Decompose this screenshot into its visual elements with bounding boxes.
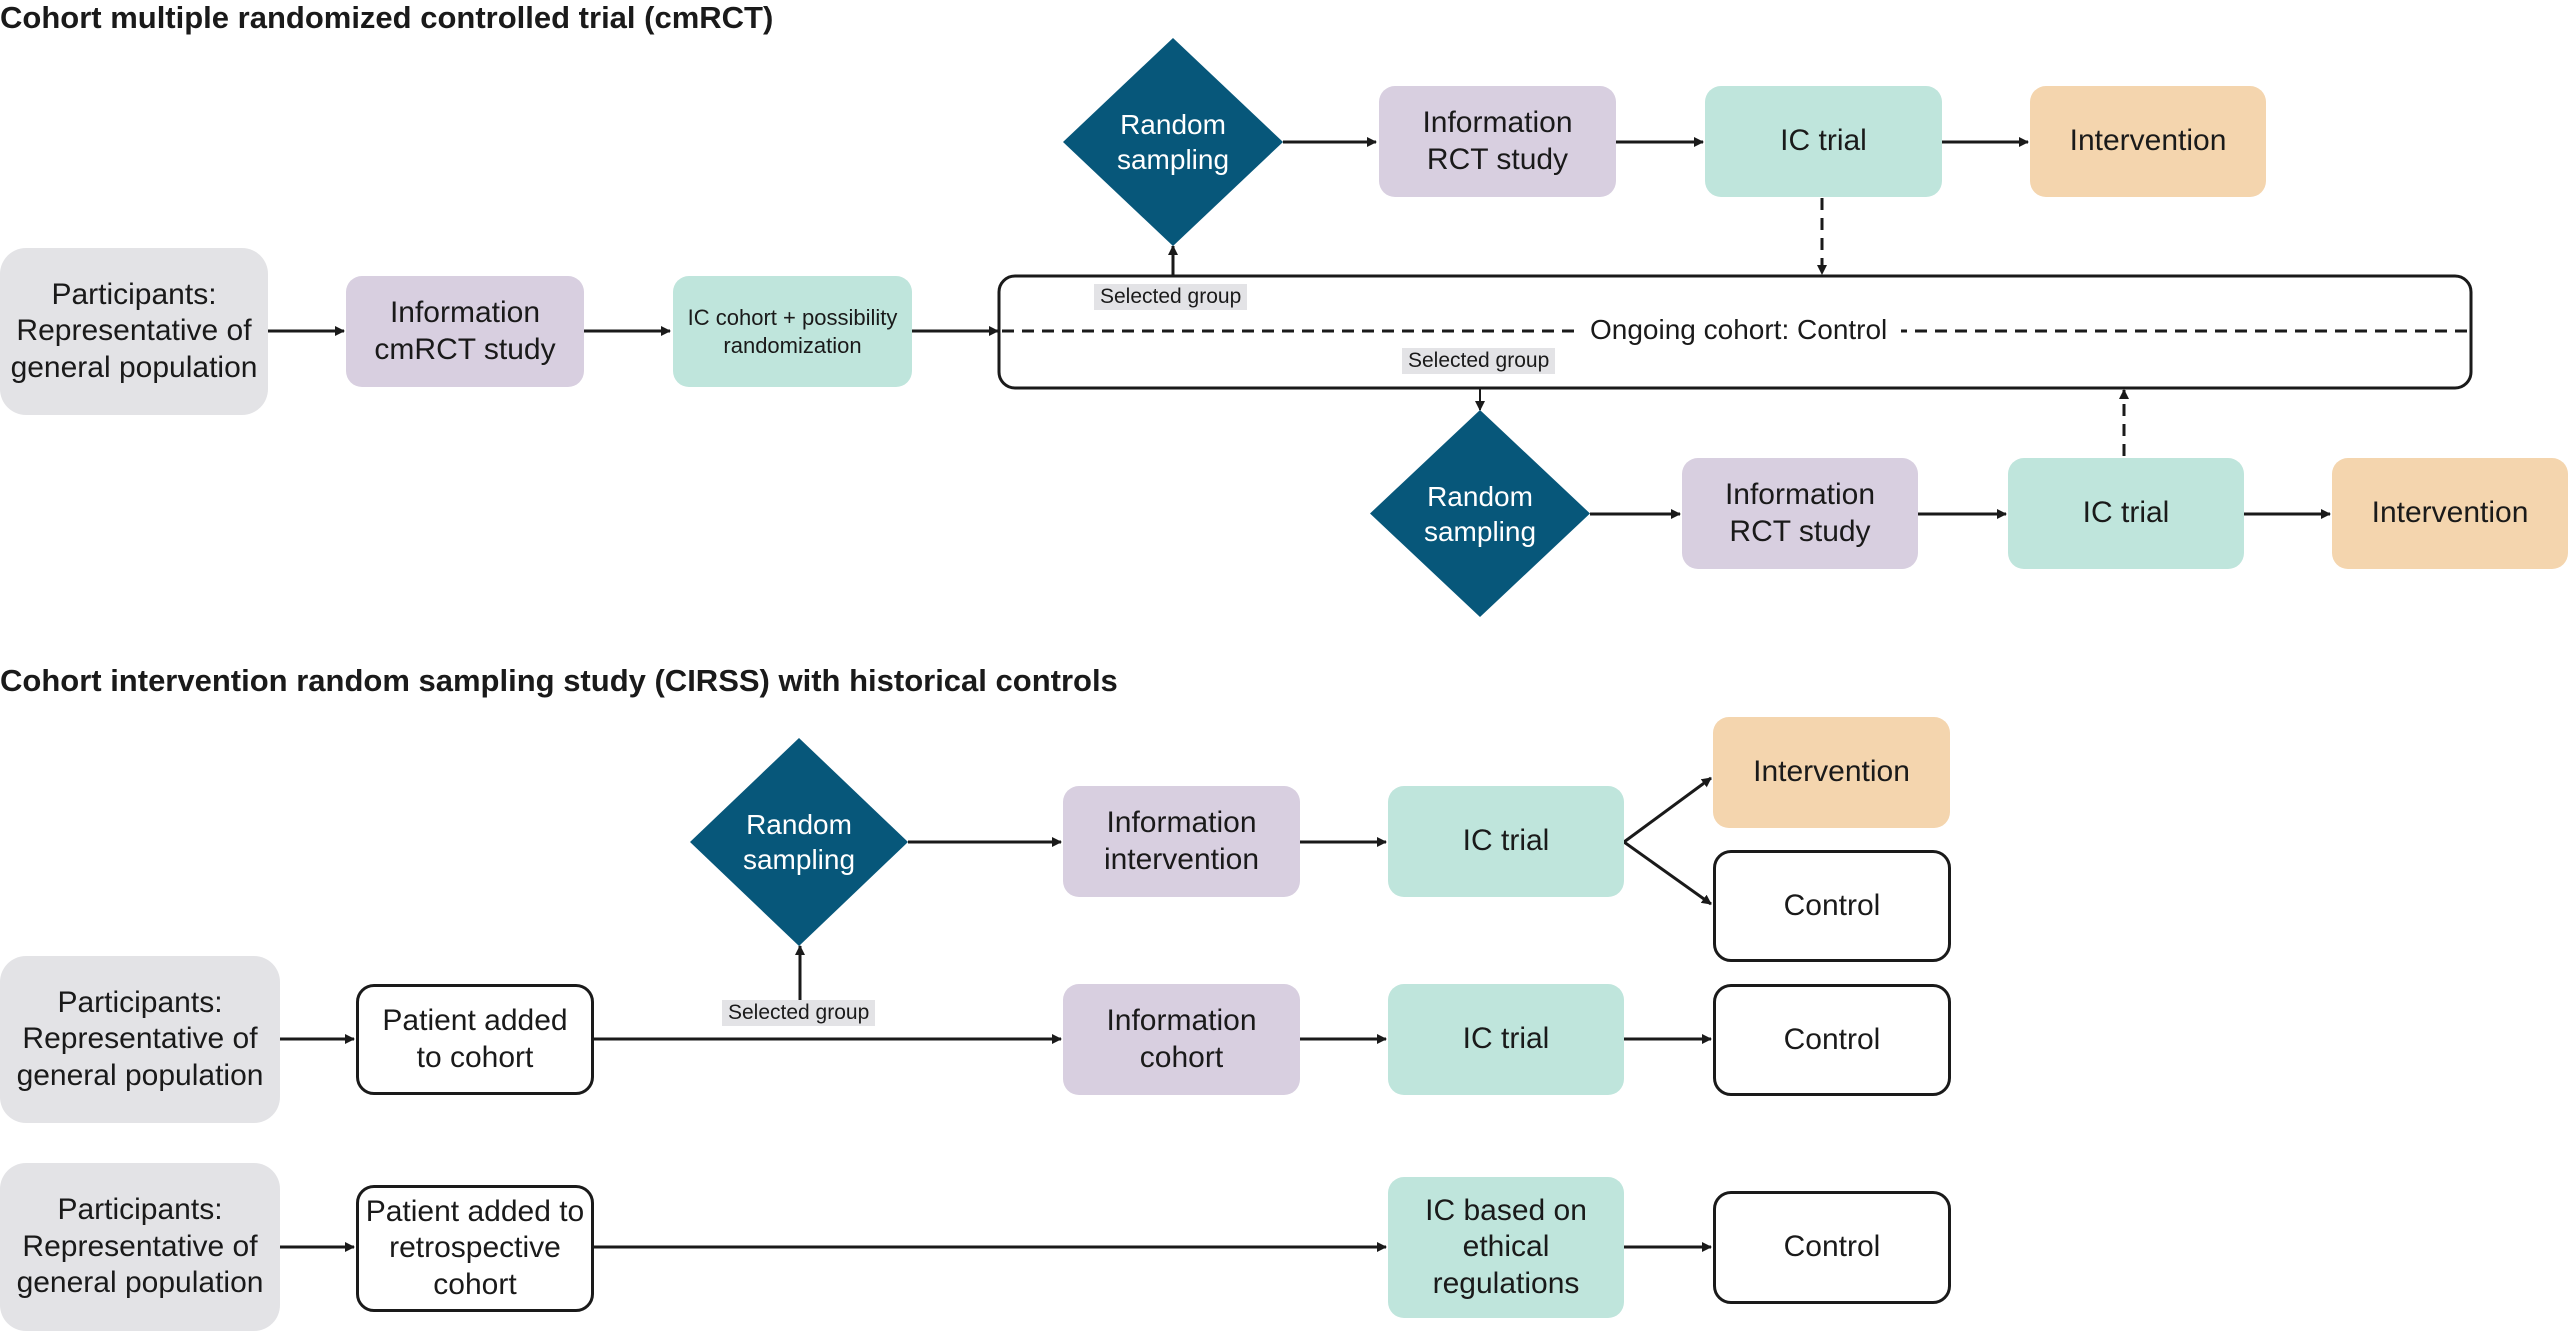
cirss-participants-label-2: Participants: Representative of general … — [16, 985, 264, 1092]
ic-trial-bottom-label: IC trial — [2082, 496, 2170, 530]
cirss-selected-group-tag: Selected group — [722, 1000, 876, 1026]
information-cohort-box: Information cohort — [1063, 984, 1300, 1095]
patient-added-cohort-label: Patient added to cohort — [382, 1003, 568, 1074]
cirss-participants-box-2: Participants: Representative of general … — [0, 956, 280, 1123]
cmrct-participants-box: Participants: Representative of general … — [0, 248, 268, 415]
diamond-shape — [1370, 410, 1590, 617]
intervention-top-box: Intervention — [2030, 86, 2266, 197]
ic-cohort-box: IC cohort + possibility randomization — [673, 276, 912, 387]
cirss-participants-label-3: Participants: Representative of general … — [16, 1193, 264, 1300]
intervention-bottom-box: Intervention — [2332, 458, 2568, 569]
cirss-control-box-2: Control — [1713, 984, 1951, 1096]
cirss-random-sampling-label: Random sampling — [742, 809, 856, 875]
information-intervention-label: Information intervention — [1103, 805, 1260, 876]
diamond-shape — [690, 738, 908, 946]
ic-trial-top-label: IC trial — [1780, 124, 1867, 158]
cmrct-information-label: Information cmRCT study — [374, 295, 556, 366]
ongoing-cohort-label: Ongoing cohort: Control — [1576, 314, 1902, 346]
arrow-cirss-ic-to-intervention — [1623, 776, 1712, 844]
rct-information-top-label: Information RCT study — [1422, 105, 1573, 176]
intervention-top-label: Intervention — [2069, 124, 2227, 158]
cirss-participants-box-3: Participants: Representative of general … — [0, 1163, 280, 1331]
cirss-control-label-1: Control — [1783, 888, 1881, 922]
ic-trial-bottom-box: IC trial — [2008, 458, 2244, 569]
diamond-shape — [1063, 38, 1283, 246]
ongoing-cohort-box — [997, 274, 2473, 390]
cmrct-title: Cohort multiple randomized controlled tr… — [0, 0, 774, 35]
patient-added-cohort-box: Patient added to cohort — [356, 984, 594, 1095]
random-sampling-bottom-diamond: Random sampling — [1370, 410, 1590, 617]
cirss-control-box-1: Control — [1713, 850, 1951, 962]
cmrct-information-box: Information cmRCT study — [346, 276, 584, 387]
patient-added-retrospective-box: Patient added to retrospective cohort — [356, 1185, 594, 1312]
information-intervention-box: Information intervention — [1063, 786, 1300, 897]
ic-cohort-label: IC cohort + possibility randomization — [687, 305, 898, 358]
arrow-cirss-ic-to-control — [1623, 840, 1712, 906]
rct-information-top-box: Information RCT study — [1379, 86, 1616, 197]
cirss-random-sampling-diamond: Random sampling — [690, 738, 908, 946]
rct-information-bottom-label: Information RCT study — [1724, 477, 1876, 548]
patient-added-retrospective-label: Patient added to retrospective cohort — [365, 1194, 585, 1301]
cirss-ic-trial-label-2: IC trial — [1462, 1022, 1550, 1056]
random-sampling-top-diamond: Random sampling — [1063, 38, 1283, 246]
cirss-control-box-3: Control — [1713, 1191, 1951, 1304]
cirss-ic-trial-label-1: IC trial — [1462, 824, 1550, 858]
intervention-bottom-label: Intervention — [2371, 496, 2529, 530]
cmrct-participants-label: Participants: Representative of general … — [10, 277, 258, 384]
cirss-intervention-label: Intervention — [1753, 755, 1910, 789]
information-cohort-label: Information cohort — [1106, 1003, 1257, 1074]
random-sampling-bottom-label: Random sampling — [1423, 480, 1537, 547]
cirss-ic-trial-box-2: IC trial — [1388, 984, 1624, 1095]
selected-group-bottom-tag: Selected group — [1402, 348, 1556, 374]
cirss-control-label-2: Control — [1783, 1022, 1881, 1056]
random-sampling-top-label: Random sampling — [1116, 109, 1230, 175]
cirss-intervention-box: Intervention — [1713, 717, 1950, 828]
ic-ethical-label: IC based on ethical regulations — [1425, 1193, 1587, 1300]
ic-trial-top-box: IC trial — [1705, 86, 1942, 197]
selected-group-top-tag: Selected group — [1094, 284, 1248, 310]
cirss-ic-trial-box-1: IC trial — [1388, 786, 1624, 897]
cirss-control-label-3: Control — [1783, 1230, 1881, 1264]
ic-ethical-box: IC based on ethical regulations — [1388, 1177, 1624, 1318]
cirss-title: Cohort intervention random sampling stud… — [0, 663, 1118, 698]
rct-information-bottom-box: Information RCT study — [1682, 458, 1918, 569]
